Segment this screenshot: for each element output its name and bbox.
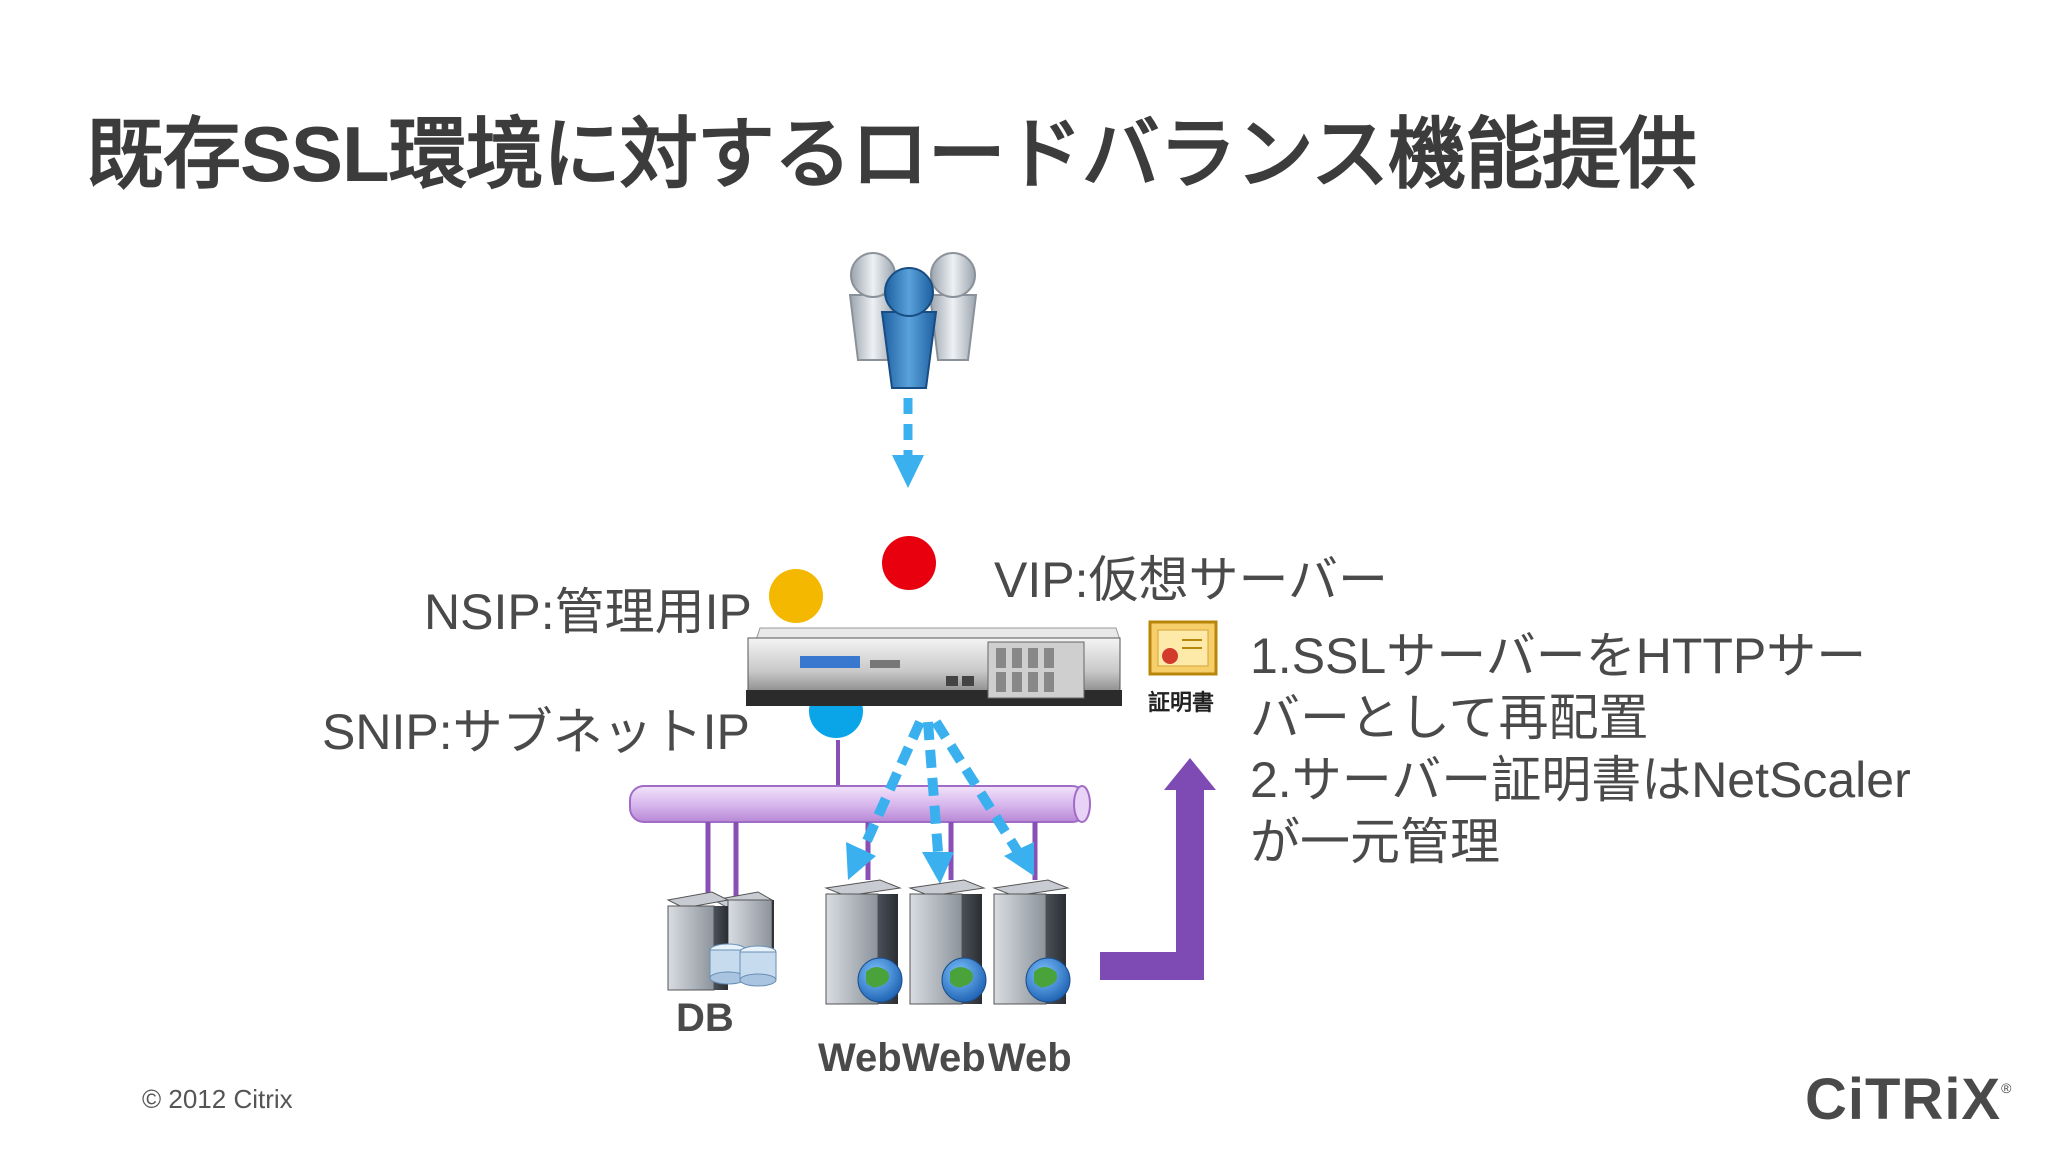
vip-dot — [882, 536, 936, 590]
logo-text: CiTRiX — [1805, 1067, 2002, 1132]
netscaler-appliance-icon — [746, 627, 1122, 706]
description: 1.SSLサーバーをHTTPサー バーとして再配置 2.サーバー証明書はNetS… — [1250, 625, 2010, 873]
certificate-label: 証明書 — [1148, 690, 1215, 715]
vip-label: VIP:仮想サーバー — [994, 552, 1388, 608]
description-line: 1.SSLサーバーをHTTPサー — [1250, 628, 1867, 684]
arrow-head-2 — [922, 852, 954, 884]
db-server-icon — [666, 891, 777, 991]
certificate-icon — [1148, 620, 1218, 676]
citrix-logo: CiTRiX® — [1805, 1066, 2012, 1133]
description-line: バーとして再配置 — [1250, 690, 1649, 746]
network-bus — [629, 740, 1091, 900]
client-traffic-arrow — [892, 398, 924, 488]
users-icon — [848, 252, 978, 389]
snip-label: SNIP:サブネットIP — [322, 704, 750, 760]
web-label-3: Web — [988, 1036, 1072, 1080]
nsip-label: NSIP:管理用IP — [424, 584, 752, 640]
arrow-head-1 — [846, 842, 876, 880]
description-line: 2.サーバー証明書はNetScaler — [1250, 752, 1911, 808]
logo-mark: ® — [2001, 1080, 2013, 1096]
web-server-icon — [824, 879, 903, 1005]
web-label-2: Web — [902, 1036, 986, 1080]
copyright: © 2012 Citrix — [142, 1084, 293, 1114]
load-balance-arrows — [857, 719, 1023, 855]
web-server-icon — [908, 879, 987, 1005]
page-title: 既存SSL環境に対するロードバランス機能提供 — [86, 110, 1697, 198]
web-server-icon — [992, 879, 1071, 1005]
arrow-head-3 — [1004, 842, 1034, 876]
description-line: が一元管理 — [1250, 814, 1500, 870]
db-label: DB — [676, 996, 734, 1040]
relocation-arrow — [1100, 758, 1216, 980]
nsip-dot — [769, 569, 823, 623]
web-label-1: Web — [818, 1036, 902, 1080]
